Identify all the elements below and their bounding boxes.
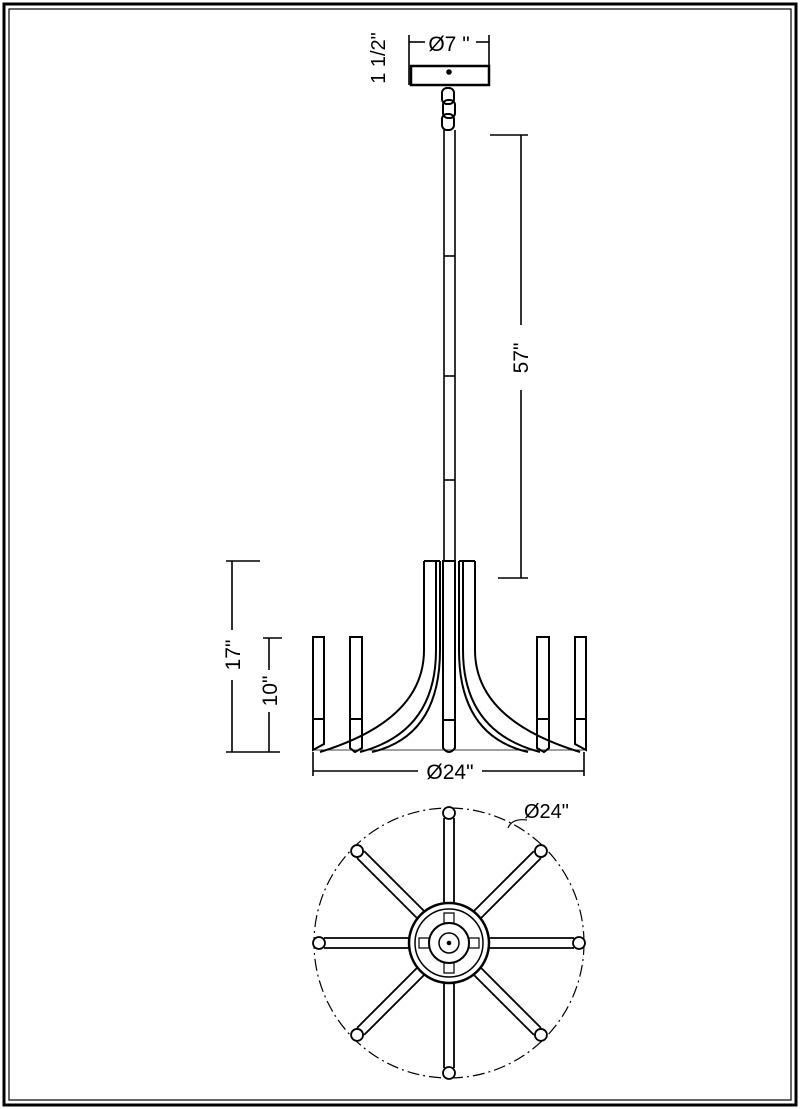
top-diameter-label: Ø24"	[524, 801, 569, 823]
body-height-label: 10"	[259, 676, 282, 707]
overall-height-dimension: 17"	[222, 560, 280, 753]
arm	[442, 806, 456, 907]
overall-height-label: 17"	[222, 640, 245, 671]
arm-end-cap	[572, 936, 586, 950]
side-diameter-dimension: Ø24"	[312, 752, 585, 784]
chain	[441, 87, 456, 131]
arm	[442, 979, 456, 1080]
arm-end-cap	[312, 936, 326, 950]
rod	[443, 130, 456, 562]
arm-end-cap	[442, 1066, 456, 1080]
arm	[350, 964, 428, 1042]
rod-length-label: 57"	[510, 343, 533, 374]
rod-length-dimension: 57"	[490, 134, 533, 579]
body-height-dimension: 10"	[259, 637, 282, 752]
arm-end-cap	[350, 1028, 364, 1042]
top-view: Ø24"	[312, 801, 586, 1080]
arm-end-cap	[534, 844, 548, 858]
arm	[350, 844, 428, 922]
arm-end-cap	[442, 806, 456, 820]
arm	[485, 936, 586, 950]
arm	[470, 964, 548, 1042]
arm	[470, 844, 548, 922]
arm-end-cap	[350, 844, 364, 858]
side-diameter-label: Ø24"	[426, 761, 473, 784]
arm-end-cap	[534, 1028, 548, 1042]
arm	[312, 936, 413, 950]
canopy-height-label: 1 1/2"	[368, 32, 390, 84]
canopy: Ø7 "	[408, 33, 491, 87]
inner-frame	[8, 8, 792, 1101]
canopy-diameter-label: Ø7 "	[428, 33, 469, 56]
chandelier-body	[312, 560, 587, 754]
